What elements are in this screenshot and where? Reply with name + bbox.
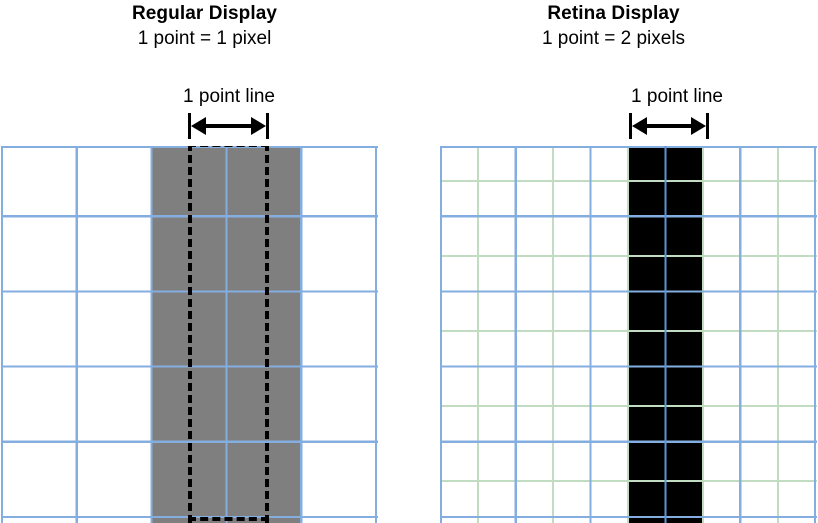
panel-retina-display: Retina Display 1 point = 2 pixels 1 poin… <box>409 0 818 523</box>
dimension-tick-left <box>629 113 632 139</box>
dimension-arrow-regular <box>188 113 269 139</box>
line-outline-regular <box>188 146 269 523</box>
panel-regular-heading: Regular Display <box>131 3 278 24</box>
gridlines-retina <box>440 146 817 523</box>
panel-regular-subheading: 1 point = 1 pixel <box>137 28 272 49</box>
panel-retina-subheading: 1 point = 2 pixels <box>541 28 686 49</box>
line-outline-bottom-regular <box>188 517 269 521</box>
panel-retina-line-caption: 1 point line <box>631 86 723 107</box>
arrow-left-icon <box>191 117 206 135</box>
panel-regular-line-caption: 1 point line <box>183 86 275 107</box>
panel-retina-heading: Retina Display <box>547 3 680 24</box>
arrow-right-icon <box>251 117 266 135</box>
dimension-tick-right <box>266 113 269 139</box>
dimension-shaft <box>642 124 696 128</box>
dimension-shaft <box>201 124 256 128</box>
dimension-arrow-retina <box>629 113 709 139</box>
grid-retina-display <box>440 146 817 523</box>
grid-regular-display <box>1 146 378 523</box>
arrow-right-icon <box>691 117 706 135</box>
arrow-left-icon <box>632 117 647 135</box>
dimension-tick-right <box>706 113 709 139</box>
panel-regular-display: Regular Display 1 point = 1 pixel 1 poin… <box>1 3 378 523</box>
dimension-tick-left <box>188 113 191 139</box>
